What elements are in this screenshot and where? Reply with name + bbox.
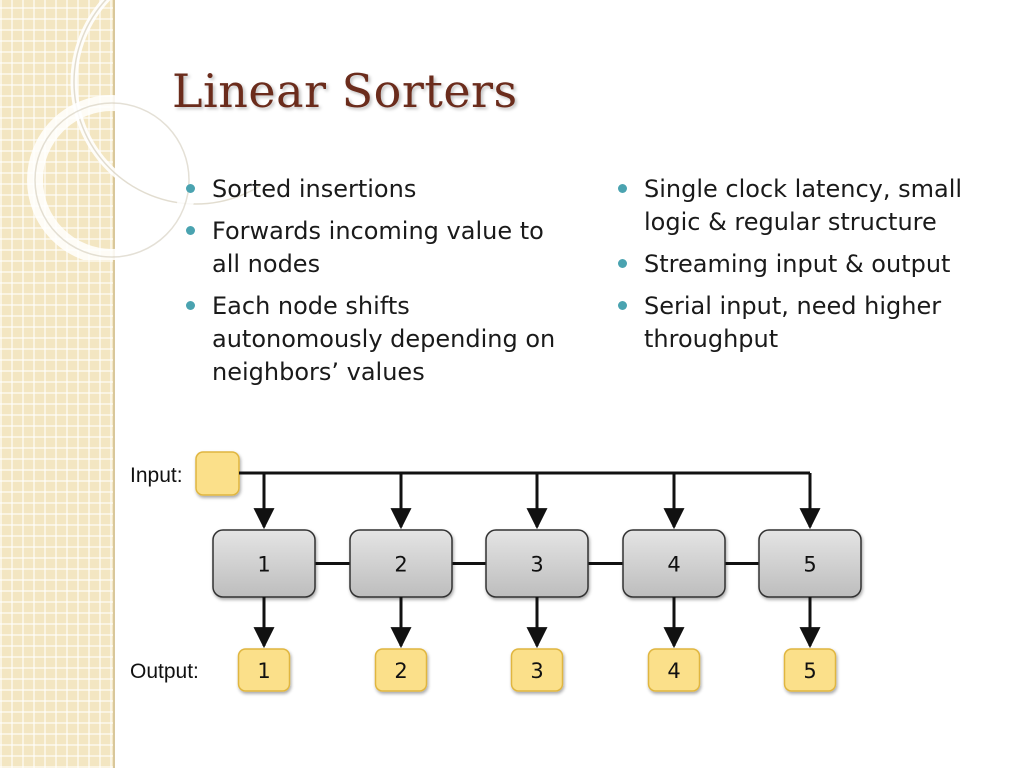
input-label: Input: — [130, 464, 183, 487]
output-cell-label: 5 — [803, 659, 816, 683]
output-cells: 1 2 3 4 5 — [237, 597, 837, 692]
bullet-item: Single clock latency, small logic & regu… — [618, 173, 993, 239]
sorter-node-label: 4 — [667, 553, 680, 577]
left-bullet-list: Sorted insertions Forwards incoming valu… — [186, 173, 556, 398]
sorter-node-label: 1 — [257, 553, 270, 577]
output-cell — [647, 648, 701, 692]
input-bus — [239, 471, 821, 530]
decorative-rings — [27, 0, 260, 260]
sorter-node-label: 3 — [530, 553, 543, 577]
output-label: Output: — [130, 660, 199, 683]
sidebar-divider — [113, 0, 115, 768]
bullet-item: Each node shifts autonomously depending … — [186, 290, 556, 389]
input-box — [195, 451, 240, 496]
slide-title: Linear Sorters — [172, 64, 518, 118]
sorter-nodes: 1 2 3 4 5 — [212, 529, 862, 598]
sorter-node-label: 2 — [394, 553, 407, 577]
bullet-item: Serial input, need higher throughput — [618, 290, 993, 356]
right-bullet-list: Single clock latency, small logic & regu… — [618, 173, 993, 365]
sorter-node-label: 5 — [803, 553, 816, 577]
output-cell — [374, 648, 428, 692]
output-cell-label: 4 — [667, 659, 680, 683]
bullet-item: Streaming input & output — [618, 248, 993, 281]
output-cell — [510, 648, 564, 692]
output-cell — [237, 648, 291, 692]
output-cell-label: 2 — [394, 659, 407, 683]
bullet-item: Sorted insertions — [186, 173, 556, 206]
output-cell-label: 3 — [530, 659, 543, 683]
output-cell-label: 1 — [257, 659, 270, 683]
output-cell — [783, 648, 837, 692]
bullet-item: Forwards incoming value to all nodes — [186, 215, 556, 281]
